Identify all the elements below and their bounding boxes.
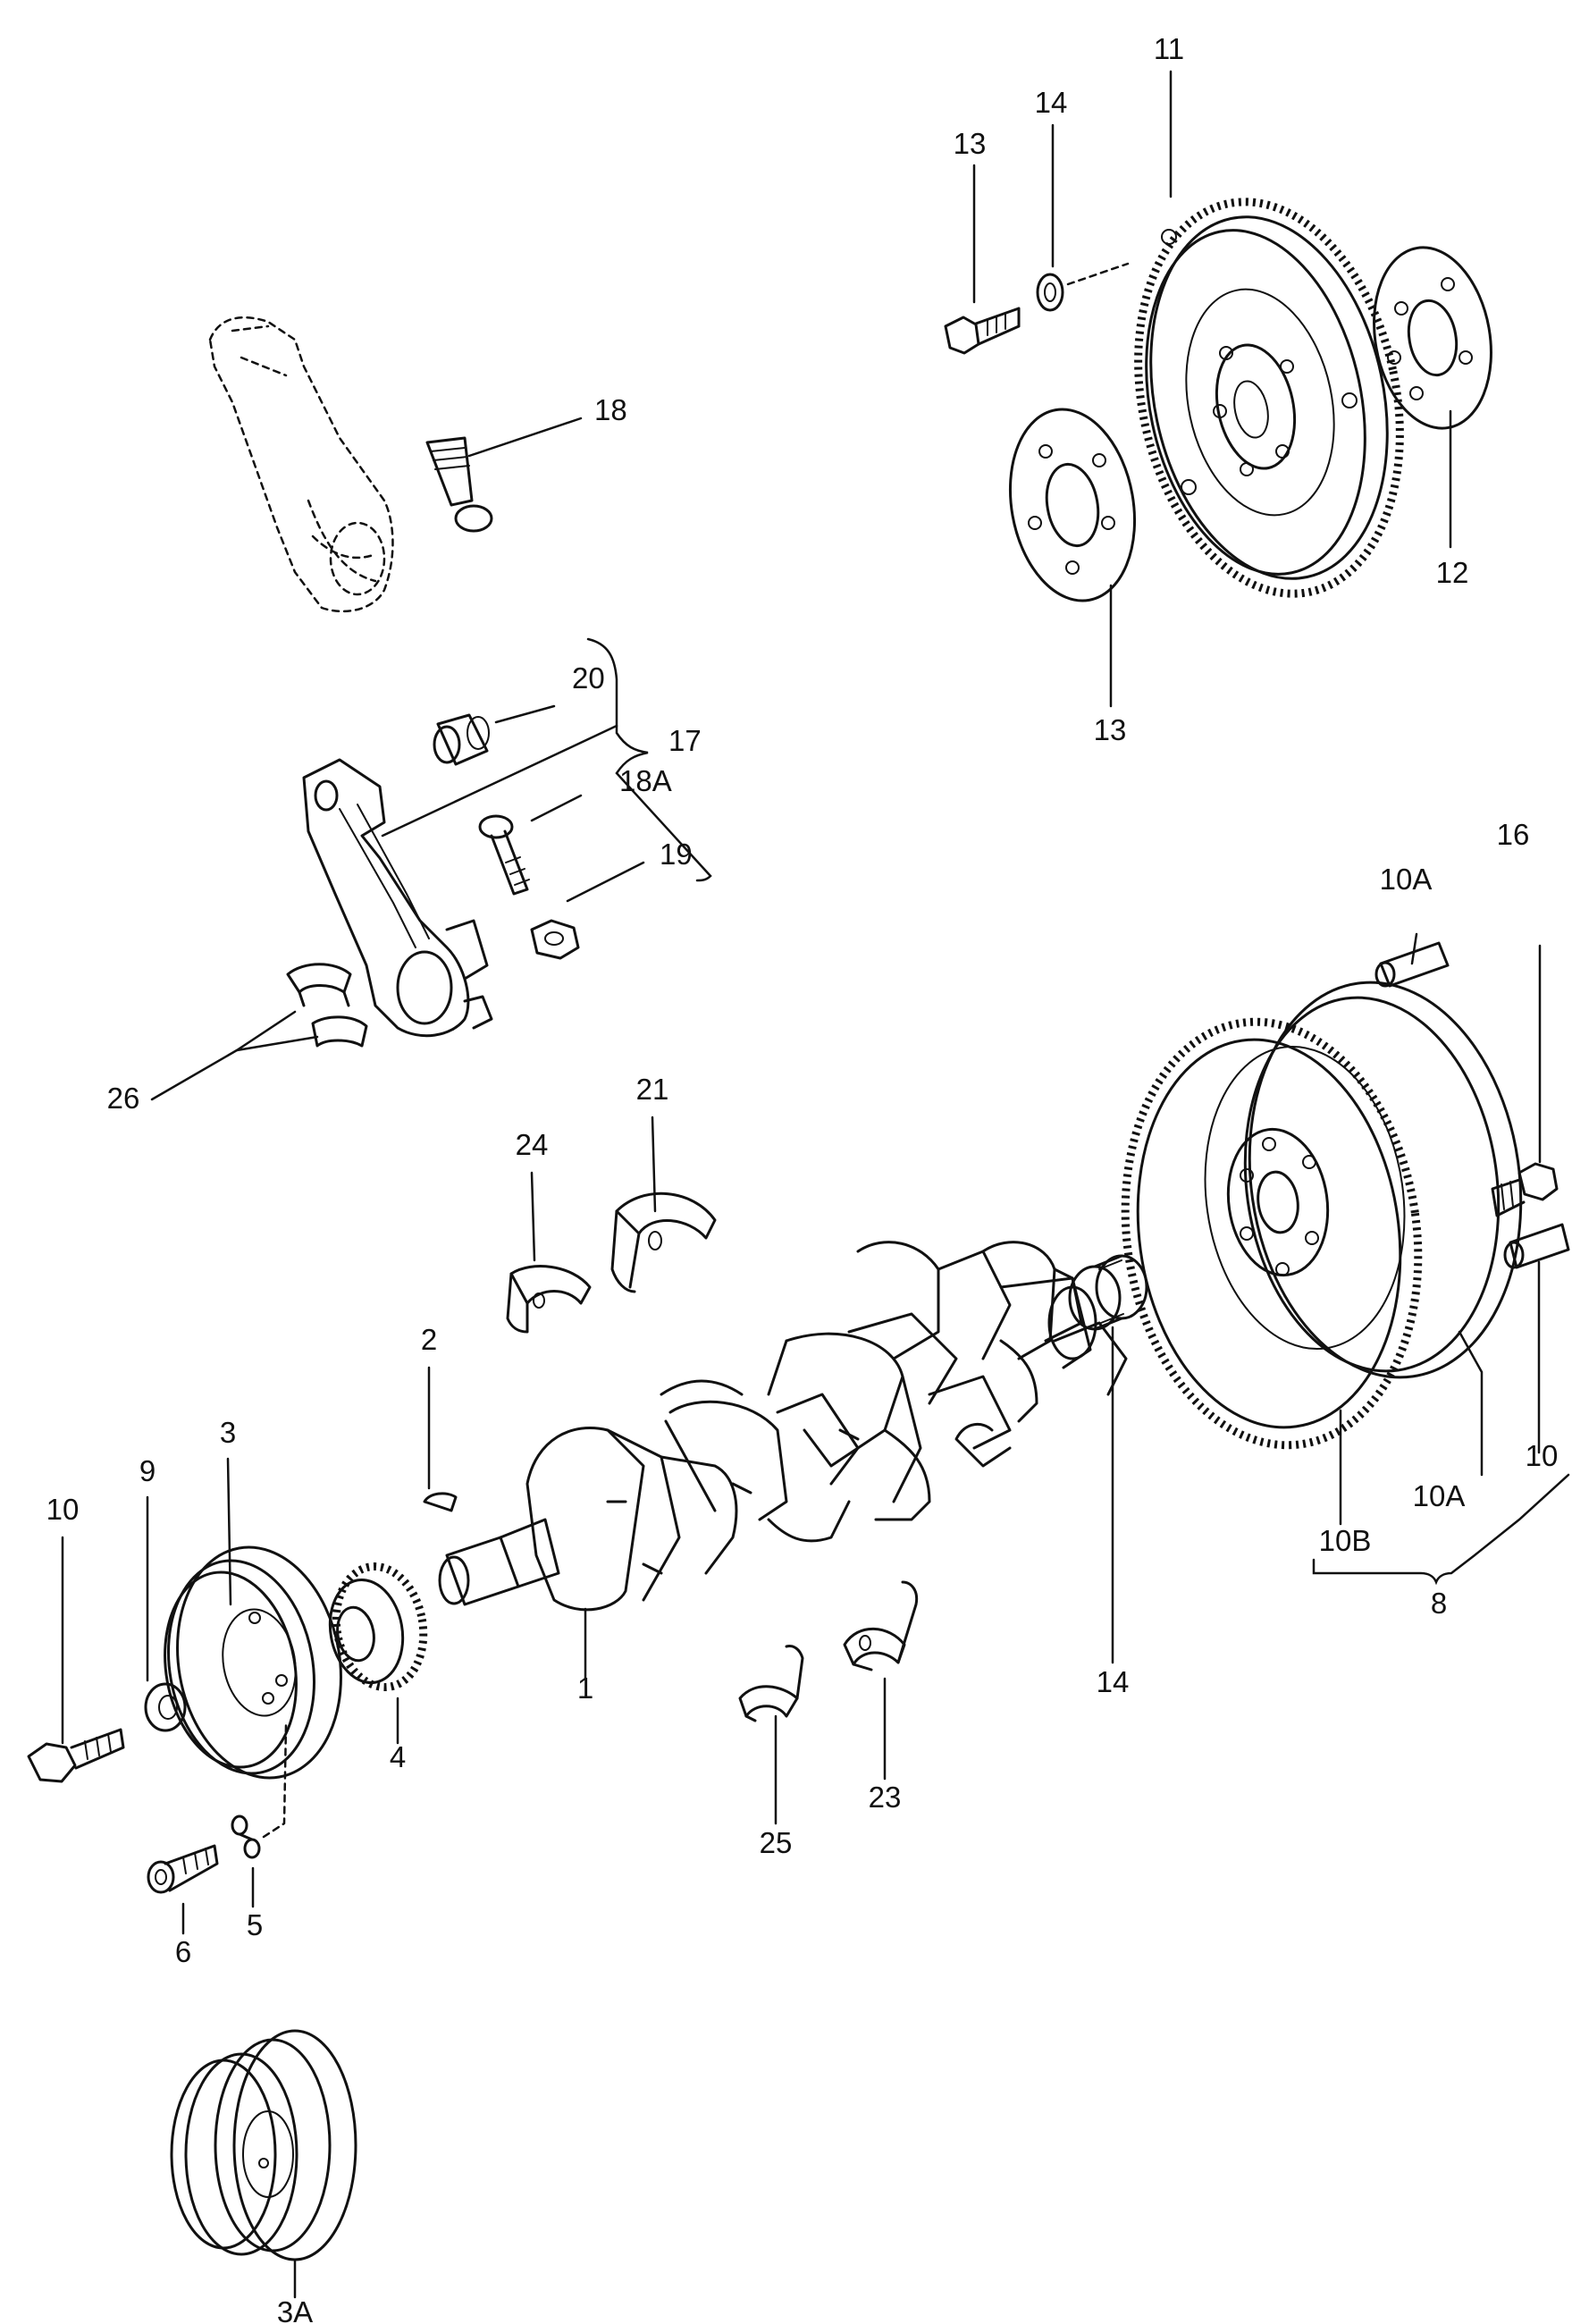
label-part-18a: 18: [594, 393, 627, 426]
part-22-bearing-shell-drawing: [610, 1191, 717, 1293]
part-12-plate-drawing: [1008, 408, 1137, 602]
label-part-17: 14: [1035, 86, 1068, 119]
part-16-bolt-drawing: [944, 307, 1021, 355]
label-part-21: 20: [572, 661, 605, 695]
label-part-10b: 10B: [1319, 1524, 1372, 1557]
label-part-5: 5: [247, 1908, 263, 1941]
part-10-pin-drawing: [1503, 1223, 1570, 1269]
label-part-4: 4: [390, 1740, 406, 1773]
label-part-23: 23: [869, 1781, 902, 1814]
part-23-bearing-shell-drawing: [843, 1580, 919, 1671]
part-17-washer-drawing: [1036, 262, 1130, 312]
label-part-1: 1: [577, 1671, 593, 1705]
label-part-19: 18A: [619, 764, 672, 797]
part-18-conrod-drawing: [302, 758, 493, 1038]
label-part-26: 26: [107, 1082, 140, 1115]
label-part-24: 24: [516, 1128, 549, 1161]
label-part-22: 21: [636, 1073, 669, 1106]
part-20-nut-drawing: [530, 919, 580, 960]
part-21-bush-drawing: [433, 713, 490, 766]
label-part-7: 9: [139, 1454, 156, 1487]
part-25-bearing-shell-drawing: [738, 1645, 804, 1722]
part-8-bolt-drawing: [27, 1728, 125, 1783]
label-part-15: 16: [1497, 818, 1530, 851]
part-26-bearing-shells-drawing: [286, 963, 368, 1048]
part-4-sprocket-drawing: [328, 1562, 428, 1691]
part-3-pulley-drawing: [164, 1545, 342, 1780]
label-part-14: 11: [1154, 32, 1184, 65]
part-14-flywheel-drawing: [1134, 198, 1404, 598]
label-part-12: 13: [1094, 713, 1127, 746]
part-3a-pulley-drawing: [170, 2029, 357, 2261]
label-part-13: 14: [1097, 1665, 1130, 1698]
label-part-3: 3: [220, 1416, 236, 1449]
label-part-20: 19: [660, 838, 693, 871]
part-5-clip-drawing: [231, 1723, 288, 1859]
part-7-washer-drawing: [144, 1682, 187, 1732]
part-labels: 11 14 13 18 12 13 20 17 18A 19 10A 16 26…: [46, 32, 1559, 2324]
part-24-bearing-shell-drawing: [506, 1265, 592, 1334]
label-part-10: 10: [1526, 1439, 1559, 1472]
label-part-11: 12: [1436, 556, 1469, 589]
part-2-key-drawing: [423, 1492, 458, 1512]
label-part-25: 25: [760, 1826, 793, 1859]
label-part-9: 8: [1431, 1587, 1447, 1620]
label-part-10a: 10A: [1413, 1479, 1466, 1512]
label-part-8: 10: [46, 1493, 80, 1526]
label-part-6: 6: [175, 1935, 191, 1968]
part-15-bolt-drawing: [1491, 1162, 1559, 1217]
part-6-bolt-drawing: [147, 1844, 219, 1894]
leader-lines: [61, 70, 1542, 2299]
part-9-bracket: [1312, 1473, 1570, 1586]
part-1-crankshaft-drawing: [438, 1241, 1128, 1612]
part-10a-pin-drawing: [1374, 941, 1450, 988]
label-part-2: 2: [421, 1323, 437, 1356]
label-part-10a-top: 10A: [1380, 863, 1433, 896]
part-11-plate-drawing: [1373, 246, 1492, 430]
label-part-16: 13: [954, 127, 987, 160]
part-18a-bolt-drawing: [425, 436, 493, 533]
label-part-3a: 3A: [277, 2295, 313, 2324]
part-19-bolt-drawing: [478, 814, 530, 896]
part-18a-rod-dashed-drawing: [208, 316, 394, 613]
part-18-bracket: [586, 637, 712, 882]
part-9-flywheel-assembly-drawing: [1121, 981, 1523, 1450]
label-part-18: 17: [668, 724, 702, 757]
